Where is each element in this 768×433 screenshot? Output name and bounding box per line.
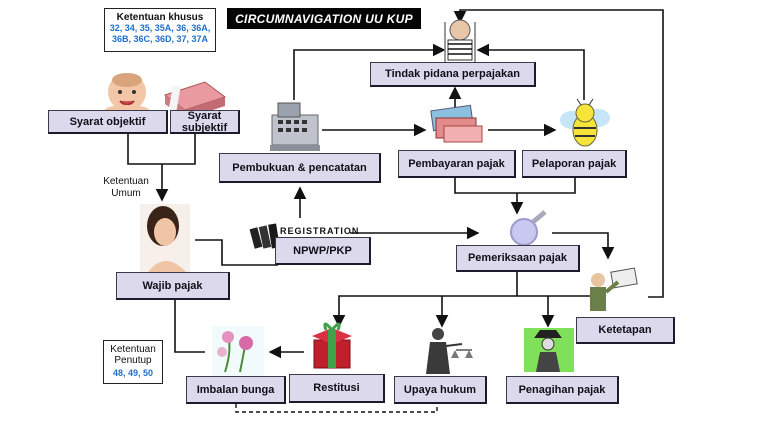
justice-statue-icon	[426, 328, 473, 374]
box-tindak-pidana: Tindak pidana perpajakan	[370, 62, 536, 87]
note-ketentuan-penutup: Ketentuan Penutup 48, 49, 50	[103, 340, 163, 384]
spy-icon	[524, 328, 574, 372]
protester-icon	[590, 267, 638, 311]
box-pelaporan-pajak: Pelaporan pajak	[522, 150, 627, 178]
arrow-to-tindak-pidana	[293, 43, 446, 100]
box-ketetapan: Ketetapan	[576, 317, 675, 344]
label-ketentuan-umum: Ketentuan Umum	[103, 176, 149, 199]
connector-syarat	[127, 134, 196, 165]
note-ketentuan-khusus: Ketentuan khusus 32, 34, 35, 35A, 36, 36…	[104, 8, 216, 52]
note-khusus-line2: 36B, 36C, 36D, 37, 37A	[111, 34, 209, 44]
cash-register-icon	[270, 102, 320, 151]
connector-woman-npwp	[195, 239, 278, 266]
bee-mascot-icon	[560, 98, 610, 147]
connector-branch-restitusi	[332, 272, 518, 328]
box-penagihan-pajak: Penagihan pajak	[506, 376, 619, 404]
note-penutup-title: Ketentuan Penutup	[110, 344, 156, 366]
arrow-ketetapan-tindak	[453, 9, 664, 298]
woman-portrait-icon	[140, 204, 190, 272]
box-syarat-subjektif: Syarat subjektif	[170, 110, 240, 134]
box-pembukuan-pencatatan: Pembukuan & pencatatan	[219, 153, 381, 183]
arrow-pelaporan-tindak	[476, 43, 585, 100]
prisoner-icon	[444, 19, 476, 62]
flowers-icon	[212, 326, 264, 378]
box-imbalan-bunga: Imbalan bunga	[186, 376, 286, 404]
connector-wajib-imbalan	[174, 300, 205, 353]
arrow-pemeriksaan-ketetapan	[552, 232, 615, 260]
box-syarat-objektif: Syarat objektif	[48, 110, 168, 134]
gift-icon	[312, 322, 352, 369]
box-pembayaran-pajak: Pembayaran pajak	[398, 150, 516, 178]
dashed-bracket	[235, 404, 438, 413]
note-penutup-numbers: 48, 49, 50	[112, 368, 154, 378]
baby-icon	[105, 73, 149, 115]
box-npwp-pkp: NPWP/PKP	[275, 237, 371, 265]
connector-to-pemeriksaan	[454, 178, 576, 194]
label-registration: REGISTRATION	[280, 226, 360, 236]
box-upaya-hukum: Upaya hukum	[394, 376, 487, 404]
diagram-title: CIRCUMNAVIGATION UU KUP	[227, 8, 421, 29]
box-restitusi: Restitusi	[289, 374, 385, 403]
money-stack-icon	[430, 104, 483, 143]
note-khusus-title: Ketentuan khusus	[116, 12, 204, 23]
note-khusus-line1: 32, 34, 35, 35A, 36, 36A,	[109, 23, 211, 33]
magnifier-icon	[510, 210, 547, 246]
box-wajib-pajak: Wajib pajak	[116, 272, 230, 300]
box-pemeriksaan-pajak: Pemeriksaan pajak	[456, 245, 580, 272]
